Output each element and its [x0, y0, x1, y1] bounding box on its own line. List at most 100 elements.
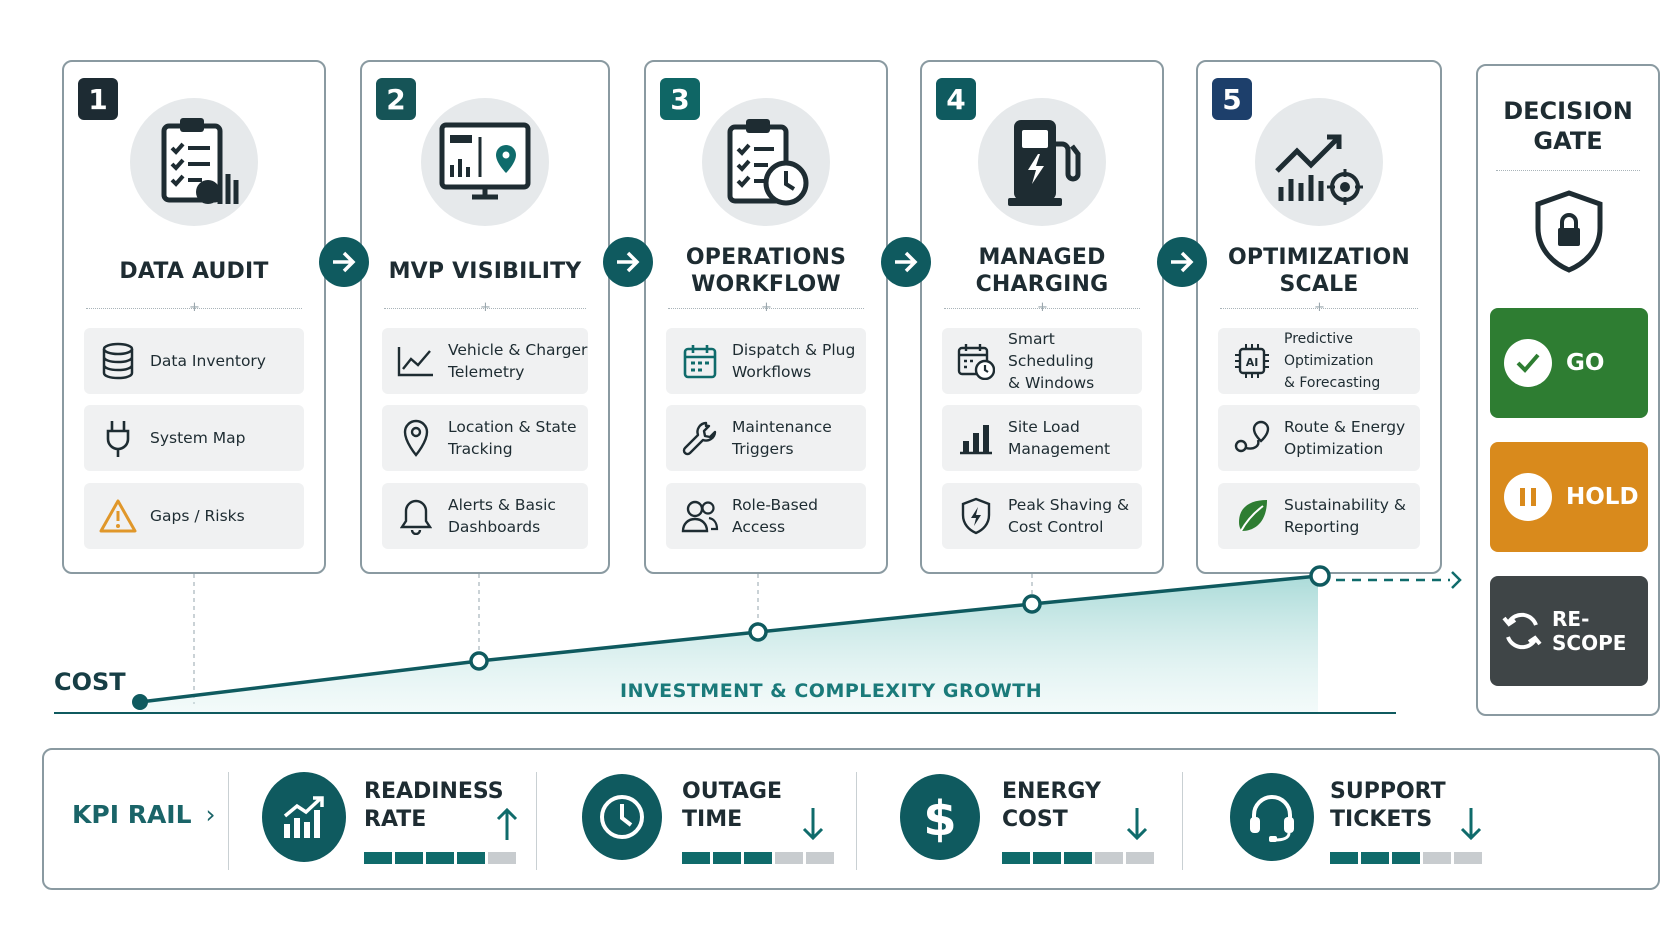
kpi-progress: [1002, 852, 1154, 864]
stage-item: AI Predictive Optimization & Forecasting: [1218, 328, 1420, 394]
stage-item: Maintenance Triggers: [666, 405, 866, 471]
flow-arrow-icon: [319, 237, 369, 287]
kpi-progress-segment: [488, 852, 516, 864]
stage-item: Role-Based Access: [666, 483, 866, 549]
stage-divider: +: [944, 300, 1140, 315]
stage-number-badge: 2: [376, 78, 416, 120]
stage-item: Peak Shaving & Cost Control: [942, 483, 1142, 549]
kpi-progress-segment: [1361, 852, 1389, 864]
stage-item: Route & Energy Optimization: [1218, 405, 1420, 471]
line-chart-icon: [396, 341, 436, 381]
stage-card-4: 4 MANAGED CHARGING + Smart Scheduling & …: [920, 60, 1164, 574]
chevron-right-icon: ›: [205, 800, 216, 829]
kpi-separator: [536, 772, 537, 870]
stage-card-3: 3 OPERATIONS WORKFLOW + Dispatch & Plug …: [644, 60, 888, 574]
kpi-progress-segment: [1033, 852, 1061, 864]
decision-gate-title: DECISION GATE: [1503, 97, 1633, 155]
kpi-progress-segment: [457, 852, 485, 864]
go-button[interactable]: GO: [1490, 308, 1648, 418]
stage-item: Location & State Tracking: [382, 405, 588, 471]
stage-divider: +: [1220, 300, 1418, 315]
curve-node: [748, 622, 768, 642]
kpi-label: SUPPORT TICKETS: [1330, 779, 1446, 832]
route-icon: [1232, 418, 1272, 458]
kpi-progress: [682, 852, 834, 864]
stage-item: Alerts & Basic Dashboards: [382, 483, 588, 549]
kpi-progress-segment: [1392, 852, 1420, 864]
arrow-down-icon: [1126, 808, 1148, 841]
curve-node: [469, 651, 489, 671]
bell-icon: [396, 496, 436, 536]
clock-icon: [582, 774, 662, 860]
stage-title: OPERATIONS WORKFLOW: [685, 245, 847, 297]
kpi-progress-segment: [395, 852, 423, 864]
kpi-progress-segment: [713, 852, 741, 864]
rescope-button[interactable]: RE-SCOPE: [1490, 576, 1648, 686]
stage-divider: +: [668, 300, 864, 315]
kpi-rail: KPI RAIL› READINESS RATE OUTAGE TIME $ E…: [42, 748, 1660, 890]
stage-item: System Map: [84, 405, 304, 471]
shield-bolt-icon: [956, 496, 996, 536]
stage-title: DATA AUDIT: [119, 259, 269, 284]
kpi-progress-segment: [682, 852, 710, 864]
stage-item: Smart Scheduling & Windows: [942, 328, 1142, 394]
kpi-label: OUTAGE TIME: [682, 779, 782, 832]
stage-card-1: 1 DATA AUDIT + Data Inventory System Map…: [62, 60, 326, 574]
ev-charger-icon: [978, 98, 1106, 226]
flow-arrow-icon: [603, 237, 653, 287]
kpi-progress-segment: [744, 852, 772, 864]
stage-number-badge: 4: [936, 78, 976, 120]
leaf-icon: [1232, 496, 1272, 536]
headset-icon: [1230, 773, 1314, 861]
ai-chip-icon: AI: [1232, 341, 1272, 381]
location-pin-icon: [396, 418, 436, 458]
wrench-icon: [680, 418, 720, 458]
kpi-separator: [856, 772, 857, 870]
database-icon: [98, 341, 138, 381]
pause-icon: [1504, 473, 1552, 521]
kpi-label: ENERGY COST: [1002, 779, 1101, 832]
kpi-progress: [364, 852, 516, 864]
stage-title: MVP VISIBILITY: [388, 259, 582, 284]
kpi-progress-segment: [1330, 852, 1358, 864]
warning-icon: [98, 496, 138, 536]
kpi-progress-segment: [1064, 852, 1092, 864]
kpi-label: READINESS RATE: [364, 779, 504, 832]
stage-item: Sustainability & Reporting: [1218, 483, 1420, 549]
kpi-progress-segment: [426, 852, 454, 864]
extension-arrow-icon: [1451, 571, 1462, 589]
arrow-down-icon: [1460, 808, 1482, 841]
curve-node: [132, 694, 148, 710]
stage-card-2: 2 MVP VISIBILITY + Vehicle & Charger Tel…: [360, 60, 610, 574]
stage-divider: +: [86, 300, 302, 315]
check-icon: [1504, 339, 1552, 387]
decision-gate-panel: DECISION GATE GO HOLD RE-SCOPE: [1476, 64, 1660, 716]
kpi-progress-segment: [1454, 852, 1482, 864]
kpi-progress-segment: [775, 852, 803, 864]
stage-card-5: 5 OPTIMIZATION SCALE + AI Predictive Opt…: [1196, 60, 1442, 574]
curve-label: INVESTMENT & COMPLEXITY GROWTH: [620, 680, 1043, 702]
growth-chart-icon: [262, 772, 346, 862]
hold-button[interactable]: HOLD: [1490, 442, 1648, 552]
kpi-progress-segment: [1002, 852, 1030, 864]
arrow-up-icon: [496, 807, 518, 840]
dollar-icon: $: [900, 774, 980, 860]
kpi-progress-segment: [806, 852, 834, 864]
clipboard-clock-icon: [702, 98, 830, 226]
kpi-progress-segment: [1423, 852, 1451, 864]
stage-item: Gaps / Risks: [84, 483, 304, 549]
cost-axis-label: COST: [54, 668, 126, 696]
kpi-separator: [1182, 772, 1183, 870]
gate-divider: [1496, 170, 1640, 171]
stage-title: OPTIMIZATION SCALE: [1227, 245, 1411, 297]
kpi-separator: [228, 772, 229, 870]
kpi-progress-segment: [1126, 852, 1154, 864]
svg-text:AI: AI: [1246, 356, 1259, 369]
curve-node: [1022, 594, 1042, 614]
bar-chart-icon: [956, 418, 996, 458]
calendar-icon: [680, 341, 720, 381]
svg-text:$: $: [923, 791, 956, 845]
kpi-progress-segment: [364, 852, 392, 864]
kpi-progress: [1330, 852, 1482, 864]
